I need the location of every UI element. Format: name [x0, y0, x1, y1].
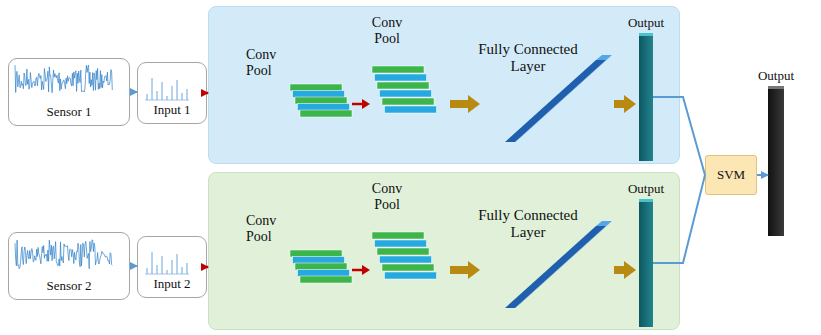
- feature-map: [375, 74, 427, 81]
- fc-layer-side: [515, 55, 612, 142]
- feature-map: [290, 250, 342, 257]
- spectrum-line: [167, 96, 168, 100]
- feature-map: [298, 104, 350, 111]
- feature-map: [377, 248, 429, 255]
- spectrum-line: [182, 267, 183, 274]
- spectrum-line: [187, 263, 188, 274]
- connector: [130, 265, 137, 267]
- connector: [207, 266, 208, 269]
- node-label: Conv Pool: [246, 213, 288, 245]
- node-label: Conv Pool: [246, 47, 288, 79]
- feature-map: [290, 84, 342, 91]
- spectrum-line: [177, 254, 178, 274]
- spectrum-line: [152, 252, 153, 274]
- spectrum-line: [177, 80, 178, 100]
- spectrum-line: [162, 82, 163, 100]
- signal-wave: [15, 240, 112, 269]
- feature-map: [298, 270, 350, 277]
- feature-map: [300, 276, 352, 283]
- sensor-box: Sensor 1: [8, 58, 130, 126]
- node-label: Output: [628, 182, 664, 197]
- feature-map: [377, 82, 429, 89]
- feature-map: [382, 98, 434, 105]
- sensor-box: Sensor 2: [8, 232, 130, 300]
- spectrum-line: [162, 256, 163, 274]
- flow-arrow: [352, 103, 363, 106]
- feature-map: [380, 256, 432, 263]
- feature-map: [293, 257, 345, 264]
- node-label: SVM: [717, 168, 745, 183]
- spectrum-line: [172, 86, 173, 100]
- feature-map: [372, 232, 424, 239]
- spectrum-line: [167, 270, 168, 274]
- node-label: Fully Connected Layer: [467, 41, 589, 76]
- feature-map: [295, 97, 347, 104]
- feature-map: [300, 110, 352, 117]
- feature-map: [295, 263, 347, 270]
- feature-map: [385, 272, 437, 279]
- node-label: Fully Connected Layer: [467, 207, 589, 242]
- feature-map: [293, 91, 345, 98]
- feature-map: [385, 106, 437, 113]
- node-label: Sensor 1: [9, 105, 129, 120]
- spectrum-line: [147, 268, 148, 274]
- node-label: Input 2: [138, 277, 206, 292]
- output-bar: Output: [639, 199, 653, 327]
- spectrum-line: [147, 94, 148, 100]
- cnn-panel: Conv PoolConv PoolFully Connected LayerO…: [208, 172, 680, 330]
- spectrum-line: [157, 91, 158, 100]
- cnn-panel: Conv PoolConv PoolFully Connected LayerO…: [208, 6, 680, 164]
- arrow-head: [362, 99, 370, 109]
- fc-layer: [505, 60, 606, 142]
- node-label: Sensor 2: [9, 279, 129, 294]
- feature-map: [372, 66, 424, 73]
- connector: [653, 97, 705, 175]
- flow-arrow: [450, 261, 480, 279]
- flow-arrow: [614, 95, 636, 113]
- arrow-head: [362, 265, 370, 275]
- fc-layer-top: [596, 55, 612, 60]
- connector: [757, 174, 768, 176]
- fc-layer-top: [596, 221, 612, 226]
- spectrum-line: [157, 265, 158, 274]
- flow-arrow: [352, 269, 363, 272]
- spectrum-line: [152, 78, 153, 100]
- spectrum-line: [172, 260, 173, 274]
- flow-arrow: [614, 261, 636, 279]
- node-label: Conv Pool: [359, 181, 415, 213]
- svm-box: SVM: [705, 155, 757, 195]
- node-label: Output: [758, 69, 794, 84]
- output-bar: Output: [639, 33, 653, 161]
- connector: [207, 92, 208, 95]
- connector: [130, 91, 137, 93]
- fc-layer: [505, 226, 606, 308]
- spectrum-line: [187, 89, 188, 100]
- feature-map: [375, 240, 427, 247]
- flow-arrow: [450, 95, 480, 113]
- output-bar: Output: [768, 86, 784, 236]
- node-label: Output: [628, 16, 664, 31]
- spectrum-line: [182, 93, 183, 100]
- node-label: Conv Pool: [359, 15, 415, 47]
- connector: [653, 175, 705, 263]
- node-label: Input 1: [138, 103, 206, 118]
- feature-map: [382, 264, 434, 271]
- feature-map: [380, 90, 432, 97]
- fc-layer-side: [515, 221, 612, 308]
- signal-wave: [15, 65, 112, 93]
